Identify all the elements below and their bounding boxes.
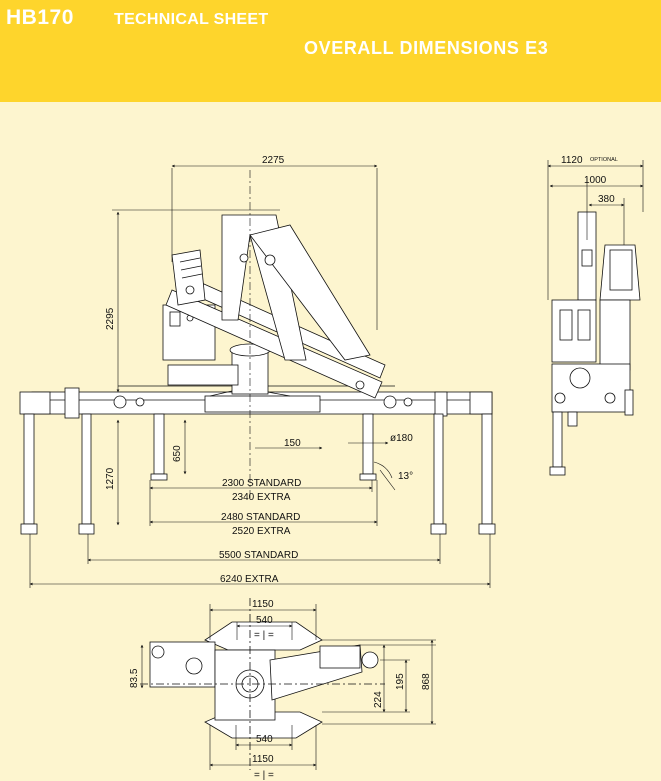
dim-2300-standard: 2300 STANDARD xyxy=(222,478,301,489)
dim-2275: 2275 xyxy=(262,155,285,166)
dim-1120: 1120 xyxy=(561,155,583,166)
dim-angle-13: 13° xyxy=(398,471,413,482)
dim-83-5: 83.5 xyxy=(129,668,140,688)
dim-1150-top: 1150 xyxy=(252,599,274,610)
model-name: HB170 xyxy=(6,6,74,29)
dim-1150-bottom: 1150 xyxy=(252,754,274,765)
end-view-labels: 1120 OPTIONAL 1000 380 xyxy=(561,155,618,205)
dim-540-bottom: 540 xyxy=(256,734,273,745)
sheet-title: TECHNICAL SHEET xyxy=(114,11,269,28)
end-view-drawing xyxy=(549,211,641,476)
side-view-labels: 2275 2295 650 1270 150 ø180 13° 2300 STA… xyxy=(105,155,413,585)
side-view-dimension-lines xyxy=(29,164,491,588)
dim-6240-extra: 6240 EXTRA xyxy=(220,574,279,585)
dim-2520-extra: 2520 EXTRA xyxy=(232,526,291,537)
end-view-dimension-lines xyxy=(547,160,644,300)
dim-equal-top: = | = xyxy=(254,630,274,641)
side-view-drawing xyxy=(19,214,496,535)
dim-540-top: 540 xyxy=(256,615,273,626)
dim-1000: 1000 xyxy=(584,175,607,186)
dim-650: 650 xyxy=(172,445,183,462)
sheet-subtitle: OVERALL DIMENSIONS E3 xyxy=(304,38,549,58)
header-banner: HB170 TECHNICAL SHEET OVERALL DIMENSIONS… xyxy=(0,0,661,102)
top-view-labels: 1150 540 = | = 83.5 224 195 868 540 1150… xyxy=(129,599,432,781)
dim-2340-extra: 2340 EXTRA xyxy=(232,492,291,503)
top-view-dimension-lines xyxy=(140,604,436,770)
dim-diameter-180: ø180 xyxy=(390,433,413,444)
dim-optional-note: OPTIONAL xyxy=(590,157,618,163)
dim-2480-standard: 2480 STANDARD xyxy=(221,512,300,523)
dim-195: 195 xyxy=(395,673,406,690)
dim-224: 224 xyxy=(373,691,384,708)
dim-2295: 2295 xyxy=(105,307,116,330)
dim-150: 150 xyxy=(284,438,301,449)
dim-equal-bottom: = | = xyxy=(254,770,274,781)
dim-380: 380 xyxy=(598,194,615,205)
dim-1270: 1270 xyxy=(105,467,116,490)
dim-5500-standard: 5500 STANDARD xyxy=(219,550,298,561)
dim-868: 868 xyxy=(421,673,432,690)
